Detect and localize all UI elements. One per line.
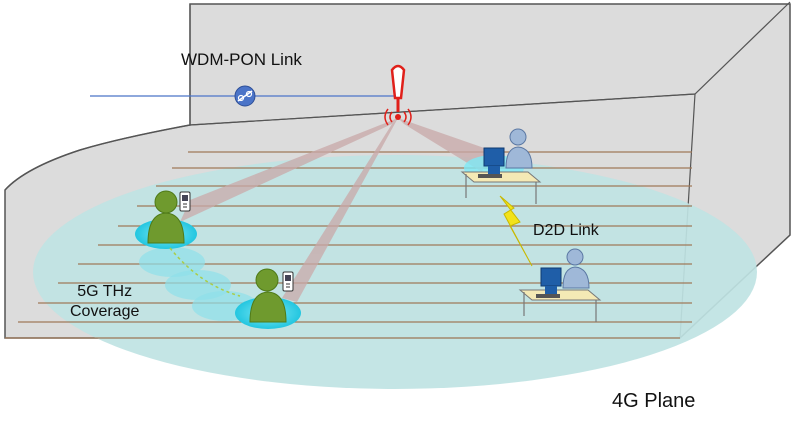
- coverage-label-line2: Coverage: [70, 303, 140, 320]
- coverage-label-line1: 5G THz: [77, 283, 133, 300]
- lightning-bolt-icon: [499, 195, 533, 267]
- fiber-connector-icon: [234, 85, 256, 107]
- 4g-plane: [33, 155, 757, 389]
- wdm-pon-link: [90, 85, 396, 107]
- coverage-label: 5G THz Coverage: [70, 282, 139, 322]
- d2d-link-label: D2D Link: [533, 222, 599, 239]
- thz-beams: [180, 118, 490, 302]
- desktop-user-icon: [518, 248, 602, 322]
- antenna-tower-icon: [384, 64, 412, 126]
- mobile-user-icon: [147, 190, 191, 244]
- desktop-user-icon: [460, 128, 542, 204]
- mobile-user-icon: [249, 268, 294, 323]
- 4g-plane-label: 4G Plane: [612, 390, 696, 412]
- user-path: [169, 247, 241, 297]
- wdm-pon-link-label: WDM-PON Link: [181, 50, 302, 69]
